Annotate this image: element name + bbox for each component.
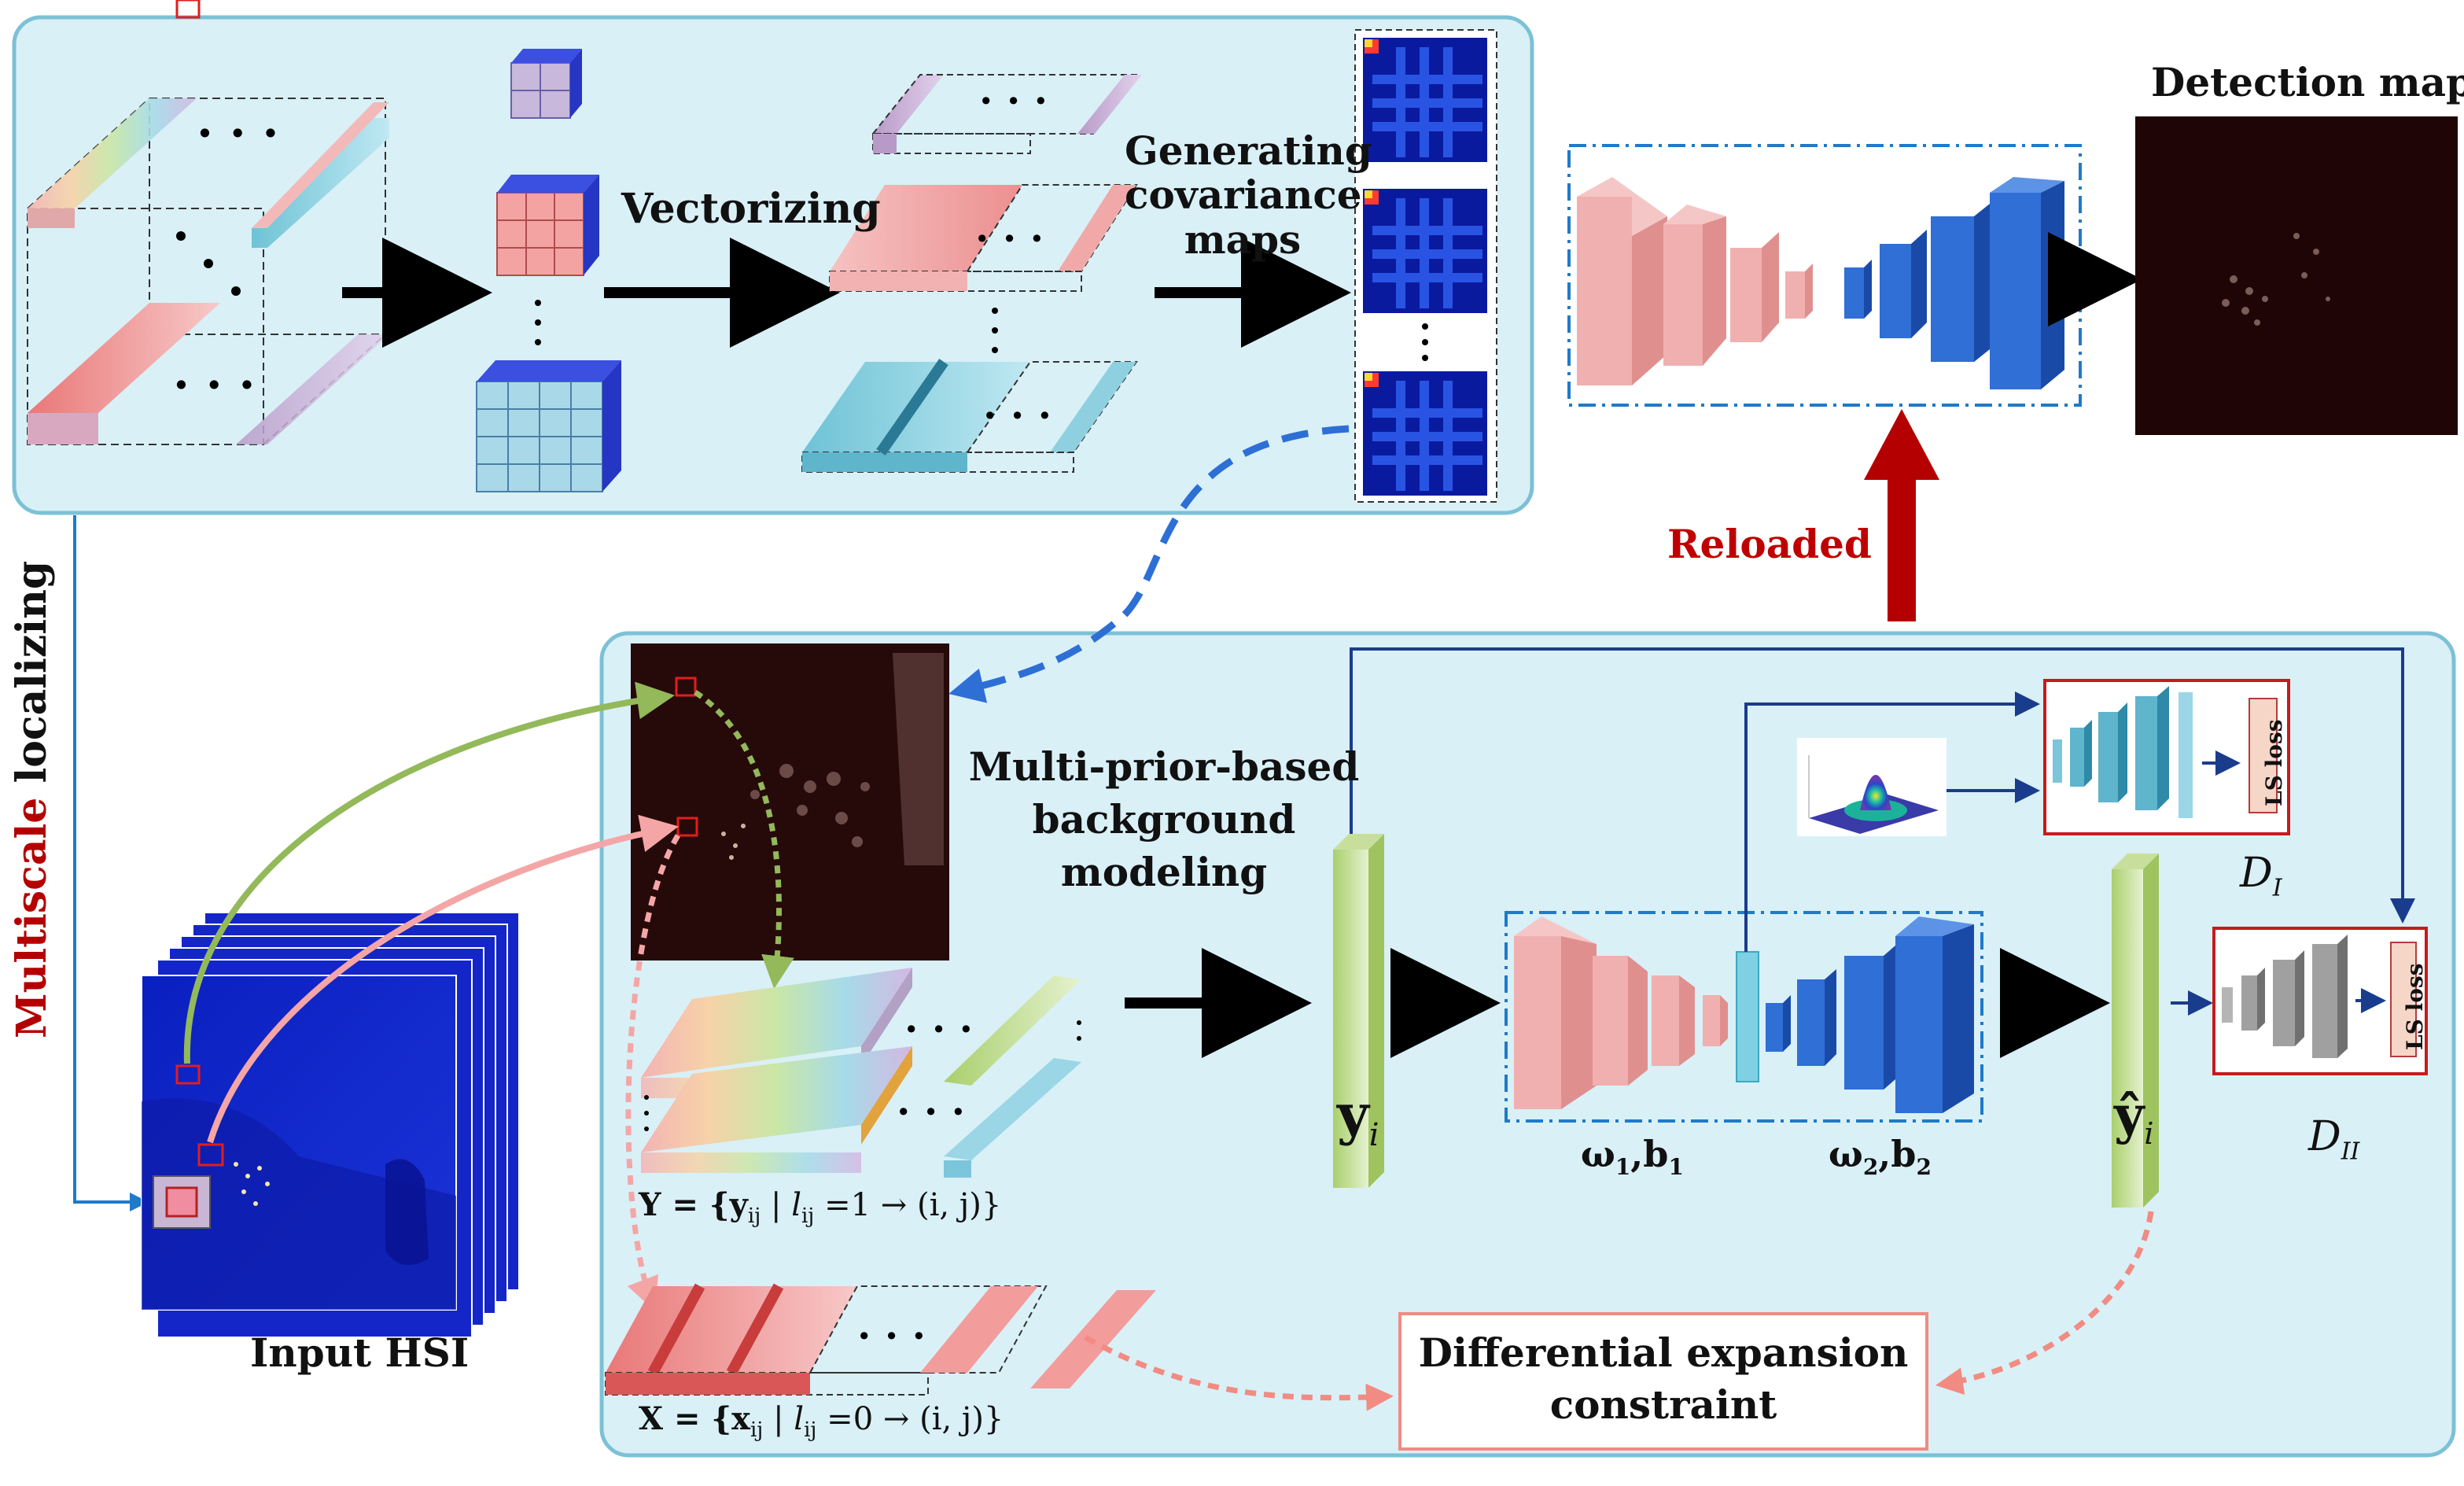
yhat-vector [2112, 854, 2159, 1208]
generating-label-line1: Generating [1125, 127, 1372, 174]
input-hsi-label: Input HSI [250, 1329, 470, 1376]
green-dashed-arrow [694, 690, 794, 989]
pink-dashed-arrow [625, 834, 680, 1311]
input-hsi-cube [141, 0, 520, 1338]
gaussian-prior-image [1797, 738, 1947, 836]
x-set-formula: X = {xij | lij =0 → (i, j)} [639, 1400, 1004, 1442]
reloaded-label: Reloaded [1667, 521, 1872, 567]
autoencoder-network [1514, 916, 1974, 1113]
y-ellipsis-2: · · · [897, 1088, 965, 1134]
slab-ellipsis-2: · · · [975, 215, 1044, 261]
pink-pixel-arrow [207, 814, 679, 1144]
vectorizing-label: Vectorizing [621, 185, 881, 233]
localizing-word: localizing [8, 560, 56, 784]
yhat-to-constraint-dashed-arrow [1935, 1211, 2154, 1396]
y-samples-slabs: · · · · · · [641, 968, 1081, 1178]
hsi-slice-cube: · · · · · · [27, 98, 389, 445]
reloaded-arrow-shaft [1888, 476, 1916, 621]
detection-map-image [2135, 116, 2458, 435]
multiscale-word: Multiscale [8, 797, 56, 1038]
discriminator-d2-network [2222, 935, 2417, 1058]
top-panel [12, 15, 1534, 515]
x-ellipsis: · · · [857, 1312, 926, 1359]
cube-ellipsis-bottom: · · · [173, 358, 255, 413]
y-set-formula: Y = {yij | lij =1 → (i, j)} [639, 1186, 1002, 1228]
differential-label-line1: Differential expansion [1418, 1329, 1909, 1376]
x-samples-slabs: · · · [605, 1283, 1156, 1396]
multi-prior-map-image [631, 643, 949, 961]
vectorized-slabs: · · · · · · · · · [801, 74, 1143, 473]
ls-loss-label-d1: LS loss [2261, 719, 2287, 807]
patch-cubes [476, 49, 621, 492]
w1b1-label: ω1,b1 [1581, 1133, 1684, 1181]
discriminator-connectors [1350, 647, 2415, 1016]
yi-label: yi [1337, 1082, 1379, 1153]
reloaded-arrow-head [1864, 409, 1939, 480]
autoencoder-box [1505, 911, 1983, 1123]
multiscale-localizing-connector [73, 515, 149, 1211]
differential-label-line2: constraint [1549, 1381, 1777, 1428]
discriminator-d1-network [2053, 686, 2278, 818]
ls-loss-label-d2: LS loss [2402, 963, 2428, 1051]
d2-label: DII [2308, 1113, 2360, 1166]
mpbm-label-line1: Multi-prior-based [968, 743, 1360, 790]
w2b2-label: ω2,b2 [1829, 1133, 1932, 1181]
green-pixel-arrow [183, 681, 675, 1064]
yhat-label: ŷi [2114, 1084, 2154, 1152]
y-ellipsis-1: · · · [904, 1005, 973, 1052]
d1-label: DI [2240, 850, 2282, 902]
mpbm-label-line3: modeling [1060, 849, 1268, 895]
yi-vector [1333, 834, 1384, 1188]
generating-label-line2: covariance [1125, 171, 1362, 218]
cube-ellipsis-top: · · · [197, 106, 278, 161]
differential-expansion-box [1398, 1312, 1928, 1451]
trained-detector-network [1577, 177, 2064, 389]
multiscale-localizing-label: Multiscale localizing [8, 561, 56, 1038]
slab-ellipsis-1: · · · [979, 77, 1048, 124]
slab-ellipsis-3: · · · [983, 392, 1052, 438]
mpbm-label-line2: background [1032, 796, 1296, 843]
covariance-to-map-dashed-arrow [948, 425, 1350, 703]
detection-map-targets [2222, 233, 2330, 326]
generating-label-line3: maps [1184, 216, 1302, 263]
covariance-maps [1354, 29, 1497, 503]
detection-map-label: Detection map [2151, 59, 2464, 105]
